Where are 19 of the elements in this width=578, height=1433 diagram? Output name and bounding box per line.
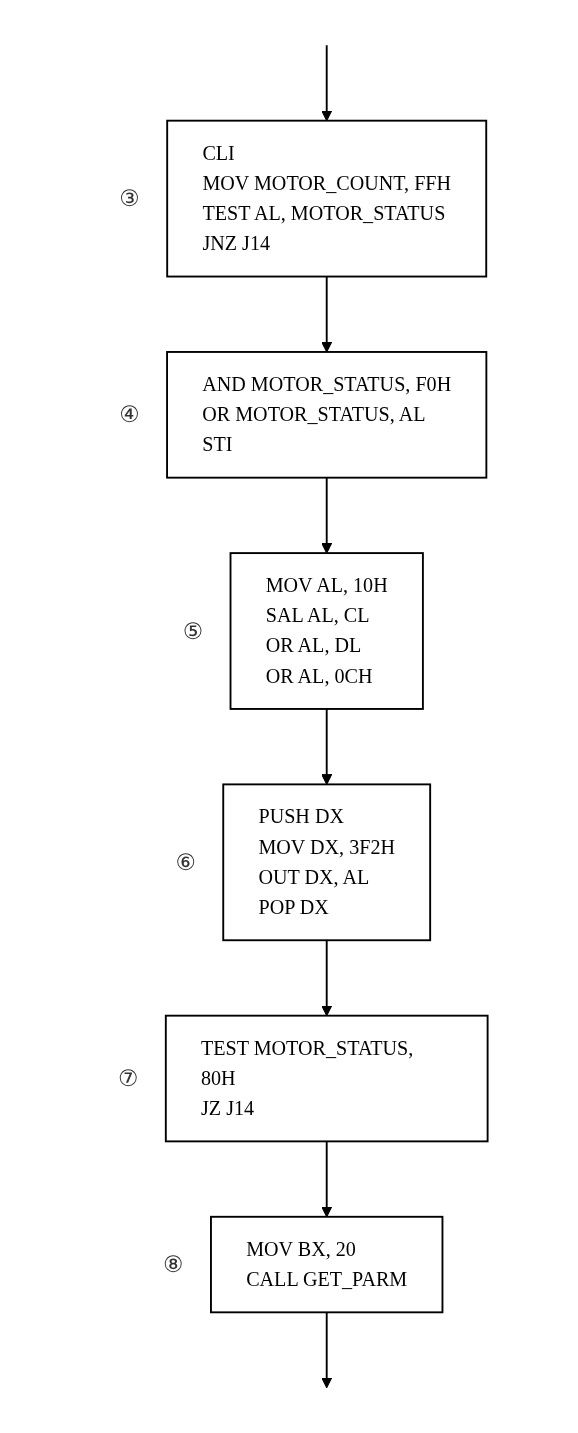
node-box: TEST MOTOR_STATUS, 80H JZ J14	[164, 1014, 489, 1143]
arrow	[321, 44, 333, 122]
arrow	[321, 1311, 333, 1389]
step-number: ③	[119, 185, 140, 212]
node-box: MOV AL, 10H SAL AL, CL OR AL, DL OR AL, 0CH	[229, 552, 424, 710]
arrow	[321, 275, 333, 353]
step-number: ⑦	[117, 1065, 139, 1092]
step-number: ⑥	[175, 848, 196, 875]
arrow	[321, 939, 333, 1017]
node-box: PUSH DX MOV DX, 3F2H OUT DX, AL POP DX	[222, 783, 432, 942]
arrow	[321, 708, 333, 785]
step-number: ⑧	[163, 1251, 184, 1278]
arrow	[321, 1140, 333, 1218]
step-number: ④	[119, 401, 140, 428]
step-number: ⑤	[182, 617, 203, 644]
node-box: CLI MOV MOTOR_COUNT, FFH TEST AL, MOTOR_STATUS JNZ J14	[166, 119, 488, 278]
node-box: MOV BX, 20 CALL GET_PARM	[210, 1215, 444, 1314]
arrow	[321, 476, 333, 554]
node-box: AND MOTOR_STATUS, F0H OR MOTOR_STATUS, AL STI	[166, 351, 488, 479]
